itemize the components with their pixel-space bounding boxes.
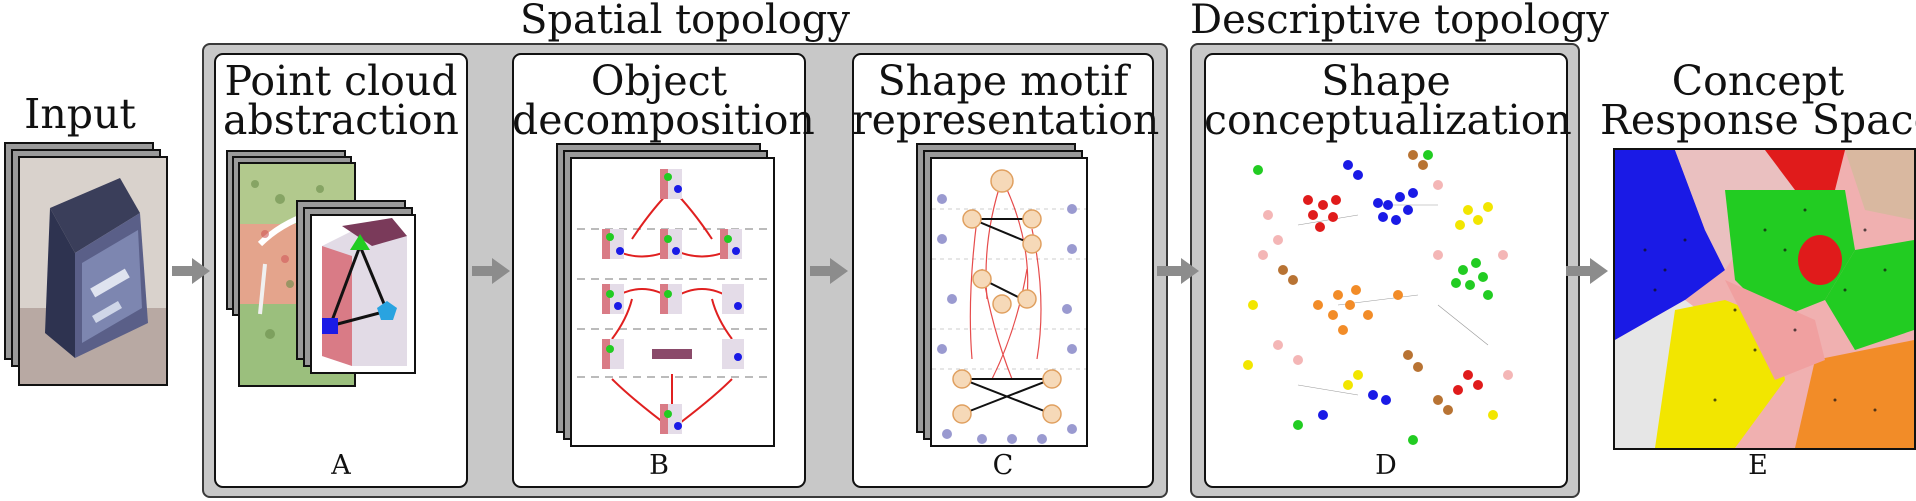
square-marker-icon — [322, 318, 338, 334]
panel-e-heading-line1: Concept — [1671, 57, 1845, 105]
panel-c-heading-line2: representation — [852, 96, 1160, 144]
spatial-topology-title: Spatial topology — [520, 0, 850, 43]
input-image-stack — [4, 142, 174, 387]
input-heading: Input — [0, 90, 160, 138]
concept-cluster-graph — [1238, 145, 1538, 445]
right-arrow-icon — [172, 256, 212, 286]
panel-b-heading-line1: Object — [590, 57, 728, 105]
panel-a-heading: Point cloud abstraction — [214, 57, 468, 144]
concept-response-space-map — [1613, 148, 1916, 450]
right-arrow-icon — [472, 256, 512, 286]
triangle-marker-icon — [350, 234, 370, 250]
panel-d-heading-line2: conceptualization — [1204, 96, 1572, 144]
panel-a-point-cloud-stack — [226, 150, 461, 445]
panel-c-heading-line1: Shape motif — [877, 57, 1129, 105]
decomposition-tree-diagram — [570, 157, 775, 447]
panel-a-heading-line2: abstraction — [223, 96, 459, 144]
shape-motif-graph — [930, 157, 1088, 447]
panel-d-heading: Shape conceptualization — [1204, 57, 1572, 144]
panel-e-heading: Concept Response Space — [1600, 57, 1916, 144]
panel-c-heading: Shape motif representation — [852, 57, 1160, 144]
right-arrow-icon — [1566, 256, 1610, 286]
panel-d-letter: D — [1375, 450, 1397, 481]
descriptive-topology-title: Descriptive topology — [1190, 0, 1609, 43]
panel-b-heading: Object decomposition — [512, 57, 815, 144]
abstracted-shape-card — [310, 214, 416, 374]
panel-c-letter: C — [992, 450, 1014, 481]
panel-b-decomposition-stack — [556, 143, 778, 448]
pentagon-marker-icon — [377, 301, 397, 320]
panel-b-letter: B — [649, 450, 669, 481]
panel-a-letter: A — [331, 450, 351, 481]
right-arrow-icon — [810, 256, 850, 286]
input-heading-text: Input — [24, 90, 136, 138]
panel-e-letter: E — [1748, 450, 1768, 481]
panel-a-heading-line1: Point cloud — [224, 57, 458, 105]
right-arrow-icon — [1157, 256, 1201, 286]
panel-c-motif-stack — [916, 143, 1088, 448]
panel-e-heading-line2: Response Space — [1600, 96, 1916, 144]
input-photo — [18, 156, 168, 386]
panel-d-heading-line1: Shape — [1321, 57, 1451, 105]
panel-b-heading-line2: decomposition — [512, 96, 815, 144]
